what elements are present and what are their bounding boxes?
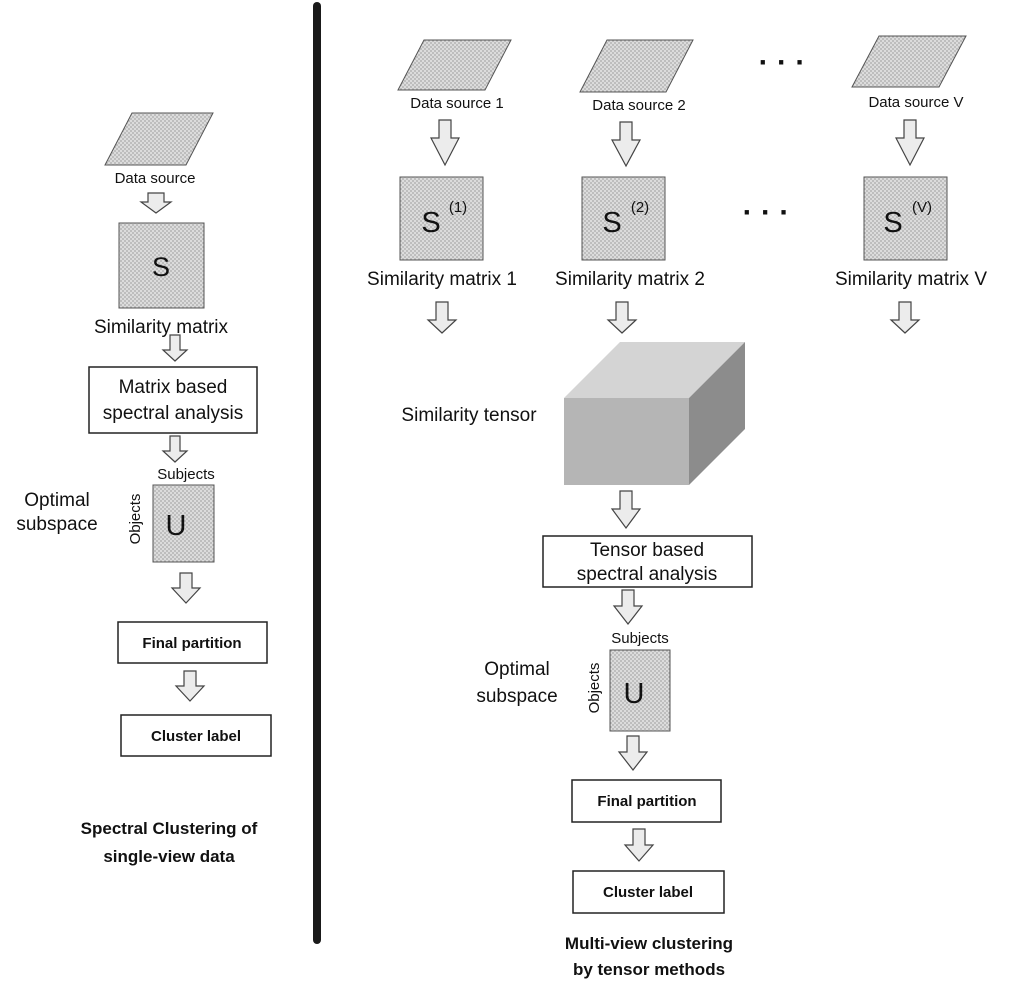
multi-view-caption-line2: by tensor methods <box>573 960 725 979</box>
objects-label: Objects <box>127 494 144 545</box>
tensor-top-face <box>564 342 745 398</box>
single-view-panel: Data source S Similarity matrix Matrix b… <box>16 112 272 866</box>
arrow-down-icon <box>170 572 202 604</box>
similarity-matrix-1-superscript: (1) <box>449 199 467 216</box>
arrow-down-icon <box>430 119 460 167</box>
final-partition-label: Final partition <box>597 793 696 810</box>
tensor-side-face <box>689 342 745 485</box>
arrow-down-icon <box>612 589 644 625</box>
arrow-down-icon <box>889 301 921 334</box>
multi-view-panel: Data source 1 Data source 2 · · · Data s… <box>367 35 987 979</box>
arrow-down-icon <box>606 301 638 334</box>
subspace-u-box <box>152 484 215 563</box>
matrices-ellipsis: · · · <box>743 196 790 229</box>
final-partition-label: Final partition <box>142 635 241 652</box>
data-source-1-label: Data source 1 <box>410 95 503 112</box>
similarity-matrix-1-label: Similarity matrix 1 <box>367 269 517 290</box>
cluster-label-text: Cluster label <box>151 728 241 745</box>
optimal-subspace-line2: subspace <box>16 514 97 535</box>
cluster-label-text: Cluster label <box>603 884 693 901</box>
similarity-matrix-2-box <box>581 176 666 261</box>
data-source-1-shape <box>397 39 512 91</box>
similarity-tensor-cube <box>564 342 745 485</box>
single-view-caption-line2: single-view data <box>103 847 235 866</box>
similarity-matrix-1-symbol: S <box>421 207 440 239</box>
subspace-u-box <box>609 649 671 732</box>
arrow-down-icon <box>161 334 189 362</box>
data-source-v-shape <box>851 35 967 88</box>
arrow-down-icon <box>139 192 173 214</box>
data-source-2-shape <box>579 39 694 93</box>
objects-label: Objects <box>586 663 603 714</box>
arrow-down-icon <box>610 121 642 168</box>
optimal-subspace-line1: Optimal <box>24 490 89 511</box>
similarity-matrix-v-box <box>863 176 948 261</box>
similarity-matrix-2-superscript: (2) <box>631 199 649 216</box>
similarity-matrix-label: Similarity matrix <box>94 317 229 338</box>
similarity-matrix-v-label: Similarity matrix V <box>835 269 987 290</box>
data-source-2-label: Data source 2 <box>592 97 685 114</box>
tensor-analysis-box <box>542 535 753 588</box>
multi-view-caption-line1: Multi-view clustering <box>565 934 733 953</box>
single-view-caption-line1: Spectral Clustering of <box>81 819 258 838</box>
optimal-subspace-line1: Optimal <box>484 659 549 680</box>
similarity-matrix-v-superscript: (V) <box>912 199 932 216</box>
panel-divider <box>313 2 321 944</box>
data-source-shape <box>104 112 214 166</box>
u-symbol: U <box>624 678 645 710</box>
arrow-down-icon <box>895 119 925 167</box>
arrow-down-icon <box>617 735 649 771</box>
sources-ellipsis: · · · <box>759 46 806 79</box>
arrow-down-icon <box>623 828 655 862</box>
similarity-matrix-box <box>118 222 205 309</box>
data-source-label: Data source <box>115 170 196 187</box>
arrow-down-icon <box>161 435 189 463</box>
similarity-matrix-2-symbol: S <box>602 207 621 239</box>
similarity-tensor-label: Similarity tensor <box>401 405 537 426</box>
matrix-analysis-line2: spectral analysis <box>103 403 243 424</box>
similarity-matrix-1-box <box>399 176 484 261</box>
matrix-analysis-box <box>88 366 258 434</box>
u-symbol: U <box>166 510 187 542</box>
matrix-analysis-line1: Matrix based <box>119 377 228 398</box>
cluster-label-box <box>572 870 725 914</box>
arrow-down-icon <box>426 301 458 334</box>
arrow-down-icon <box>610 490 642 530</box>
similarity-matrix-2-label: Similarity matrix 2 <box>555 269 705 290</box>
subjects-label: Subjects <box>157 466 215 483</box>
optimal-subspace-line2: subspace <box>476 686 557 707</box>
data-source-v-label: Data source V <box>868 94 963 111</box>
tensor-analysis-line2: spectral analysis <box>577 564 717 585</box>
cluster-label-box <box>120 714 272 757</box>
final-partition-box <box>571 779 722 823</box>
similarity-matrix-v-symbol: S <box>883 207 902 239</box>
matrix-symbol: S <box>152 252 170 282</box>
arrow-down-icon <box>174 670 206 702</box>
final-partition-box <box>117 621 268 664</box>
subjects-label: Subjects <box>611 630 669 647</box>
tensor-front-face <box>564 398 689 485</box>
tensor-analysis-line1: Tensor based <box>590 540 704 561</box>
